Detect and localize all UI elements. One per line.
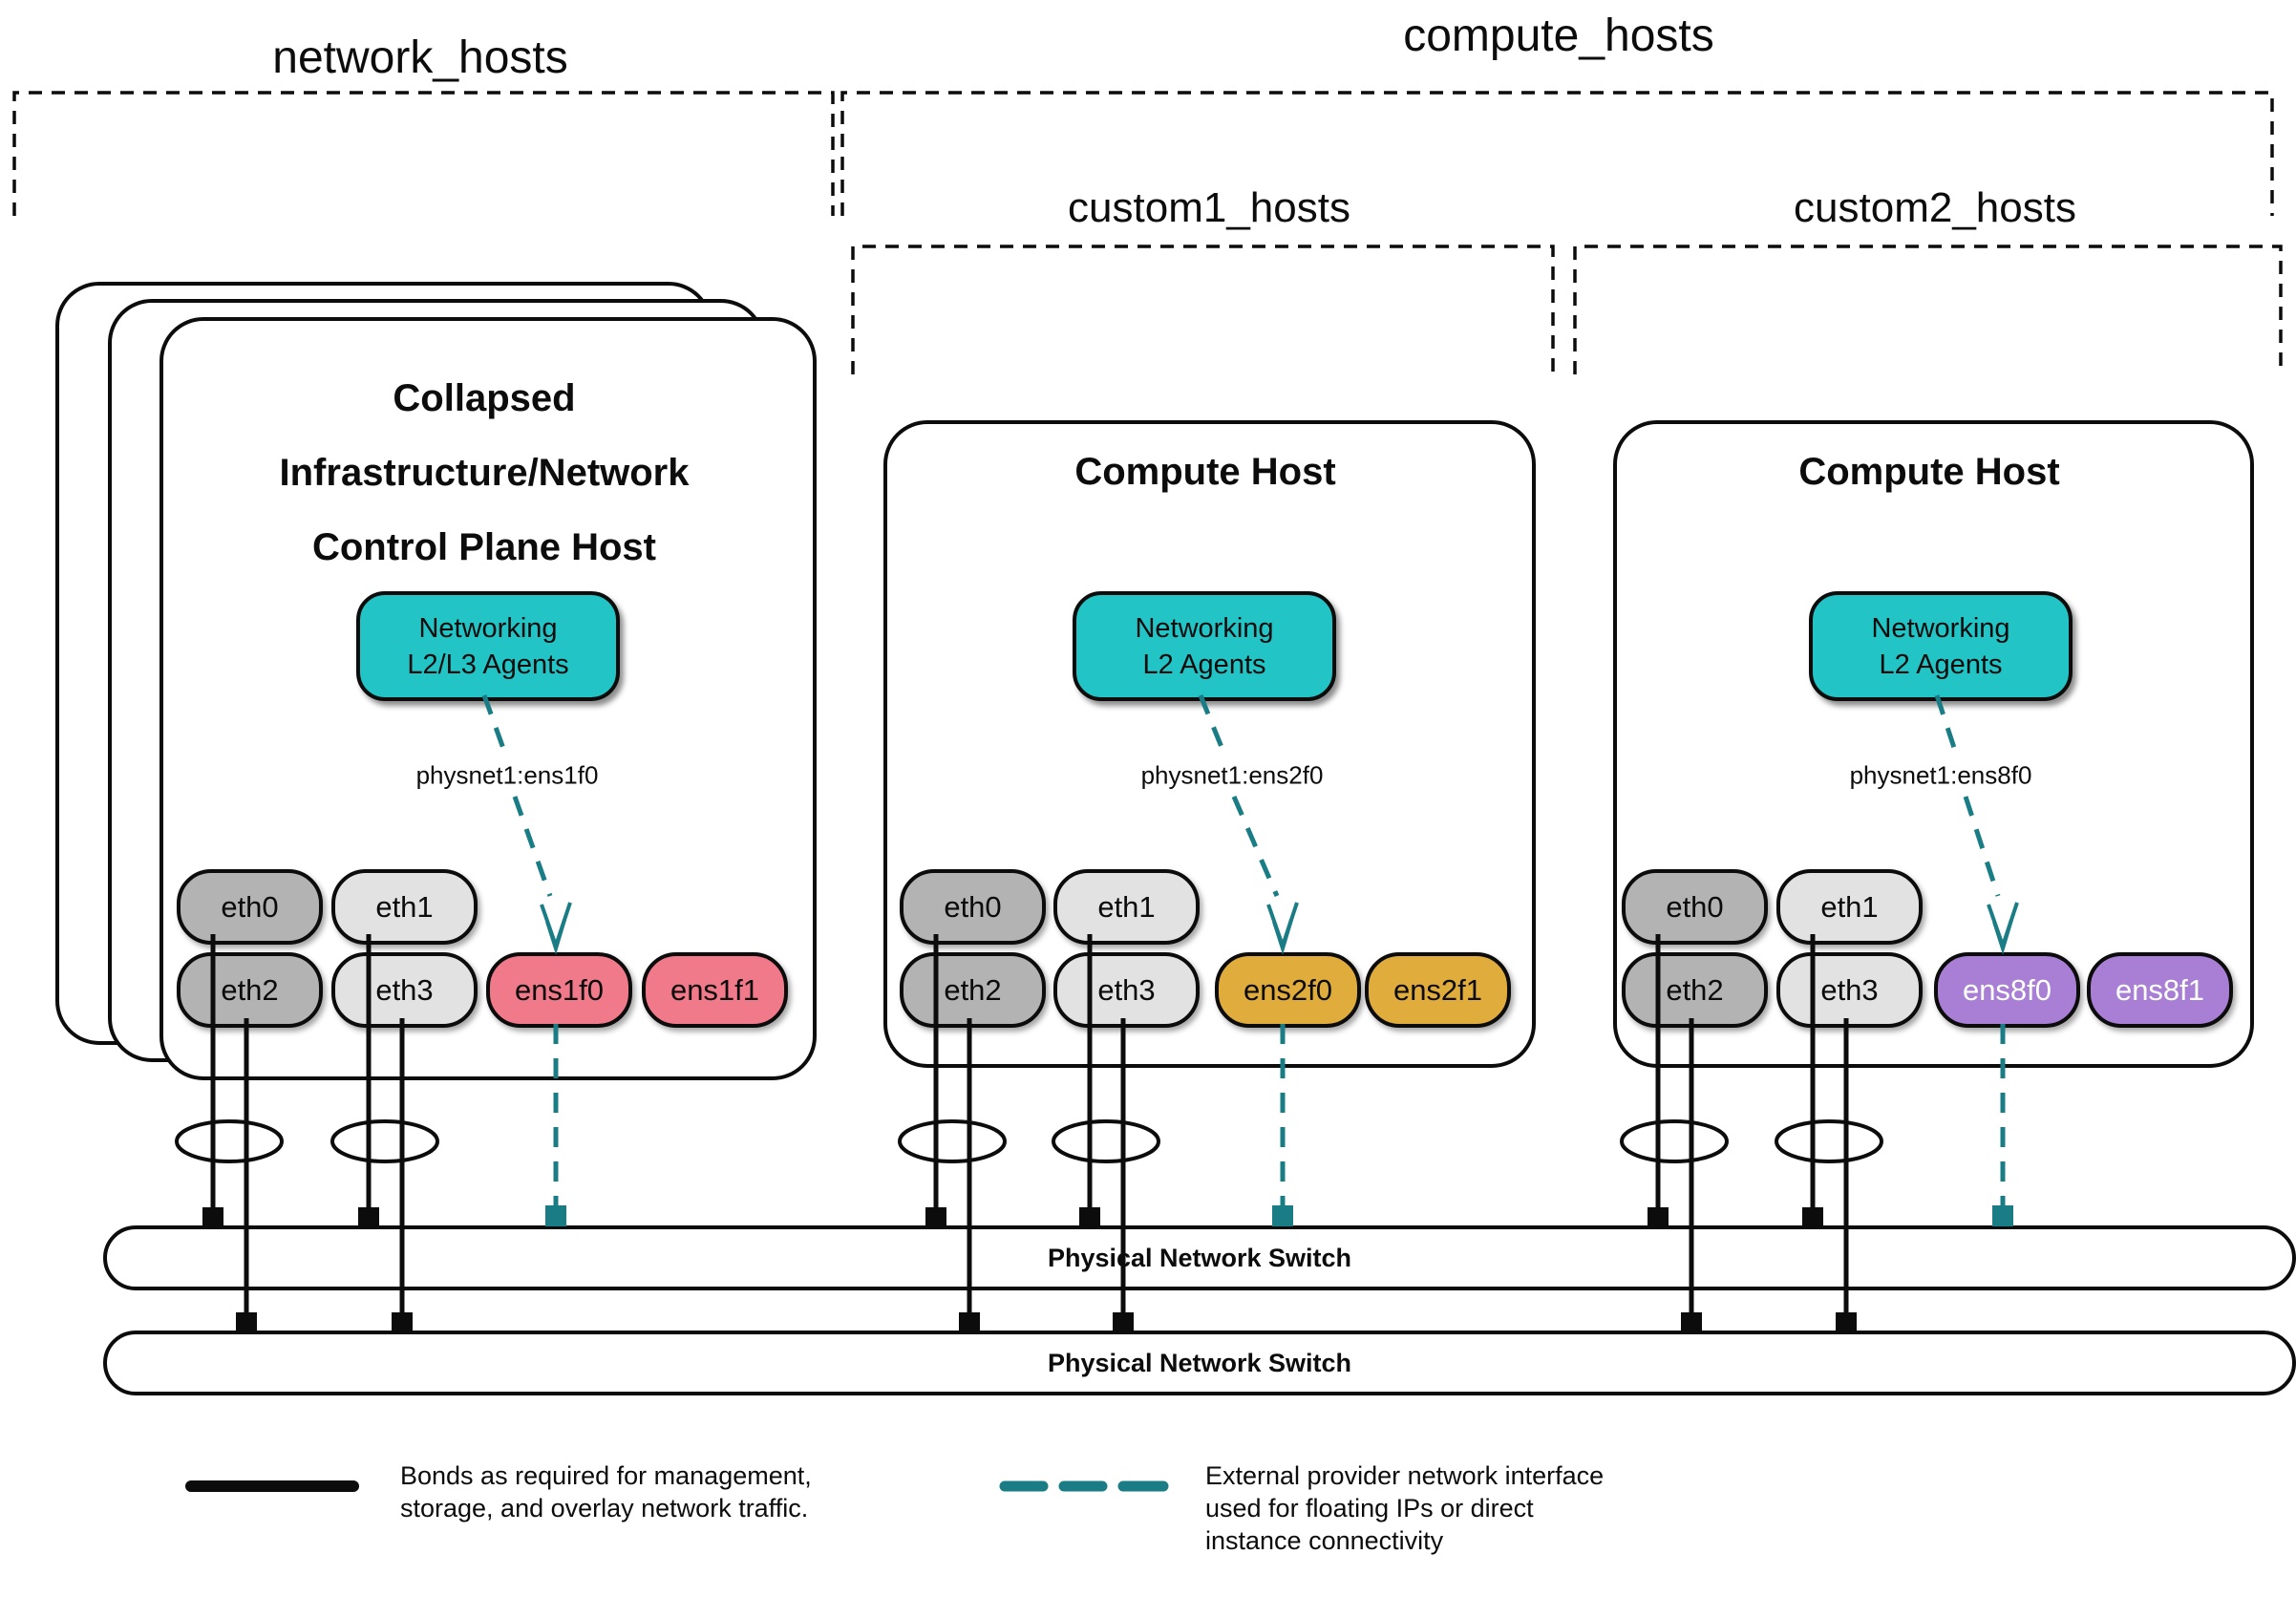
bond-ellipse <box>1620 1119 1729 1163</box>
group-title-custom2-hosts: custom2_hosts <box>1794 184 2076 231</box>
provider-port-square <box>1272 1205 1293 1226</box>
nic-pill-ens2f1: ens2f1 <box>1365 952 1511 1028</box>
agent-box-compute-1: Networking L2 Agents <box>1073 591 1336 701</box>
agent-label-line1: Networking <box>418 612 558 644</box>
nic-pill-eth1: eth1 <box>1053 869 1200 945</box>
nic-pill-ens1f1: ens1f1 <box>642 952 788 1028</box>
provider-port-square <box>1992 1205 2013 1226</box>
physnet-label-compute-1: physnet1:ens2f0 <box>1135 758 1329 793</box>
nic-pill-eth3: eth3 <box>331 952 478 1028</box>
nic-pill-eth0: eth0 <box>900 869 1046 945</box>
switch-port-square <box>1802 1207 1823 1226</box>
legend-bonds-line2: storage, and overlay network traffic. <box>400 1494 809 1522</box>
switch-port-square <box>236 1312 257 1331</box>
group-title-compute-hosts: compute_hosts <box>1403 11 1714 61</box>
physnet-label-compute-2: physnet1:ens8f0 <box>1843 758 2038 793</box>
bracket-network-hosts <box>12 91 835 216</box>
physnet-label-control-plane: physnet1:ens1f0 <box>410 758 605 793</box>
nic-pill-eth0: eth0 <box>177 869 323 945</box>
nic-pill-eth3: eth3 <box>1776 952 1923 1028</box>
bond-ellipse <box>175 1119 284 1163</box>
control-plane-host-title-line2: Infrastructure/Network <box>279 452 690 494</box>
bracket-custom1-hosts <box>851 245 1555 374</box>
switch-port-square <box>959 1312 980 1331</box>
compute-host-1-title: Compute Host <box>1074 451 1336 493</box>
control-plane-host-title-line1: Collapsed <box>393 377 576 419</box>
physical-network-switch-1: Physical Network Switch <box>103 1225 2296 1290</box>
switch-port-square <box>1681 1312 1702 1331</box>
agent-label-line2: L2 Agents <box>1879 649 2003 680</box>
control-plane-host-title-line3: Control Plane Host <box>311 526 657 568</box>
legend-provider-text: External provider network interface used… <box>1205 1459 1604 1557</box>
legend-provider-line2: used for floating IPs or direct <box>1205 1494 1534 1522</box>
nic-pill-ens8f1: ens8f1 <box>2087 952 2233 1028</box>
bond-ellipse <box>330 1119 439 1163</box>
legend-bonds-line1: Bonds as required for management, <box>400 1461 812 1490</box>
bracket-custom2-hosts <box>1573 245 2283 374</box>
switch-port-square <box>358 1207 379 1226</box>
legend-bonds-text: Bonds as required for management, storag… <box>400 1459 812 1524</box>
switch-port-square <box>925 1207 946 1226</box>
bond-ellipse <box>898 1119 1007 1163</box>
switch-port-square <box>392 1312 413 1331</box>
switch-port-square <box>1648 1207 1669 1226</box>
agent-label-line2: L2/L3 Agents <box>407 649 569 680</box>
agent-label-line1: Networking <box>1135 612 1274 644</box>
nic-pill-eth2: eth2 <box>177 952 323 1028</box>
physical-network-switch-2: Physical Network Switch <box>103 1331 2296 1395</box>
nic-pill-ens1f0: ens1f0 <box>486 952 632 1028</box>
nic-pill-eth2: eth2 <box>1622 952 1768 1028</box>
nic-pill-eth1: eth1 <box>1776 869 1923 945</box>
switch-port-square <box>202 1207 223 1226</box>
legend-provider-line3: instance connectivity <box>1205 1526 1444 1555</box>
agent-box-compute-2: Networking L2 Agents <box>1809 591 2073 701</box>
nic-pill-ens8f0: ens8f0 <box>1934 952 2080 1028</box>
agent-box-control-plane: Networking L2/L3 Agents <box>356 591 620 701</box>
group-title-custom1-hosts: custom1_hosts <box>1068 184 1350 231</box>
control-plane-host-title: Collapsed Infrastructure/Network Control… <box>280 361 690 585</box>
switch-port-square <box>1079 1207 1100 1226</box>
nic-pill-ens2f0: ens2f0 <box>1215 952 1361 1028</box>
nic-pill-eth1: eth1 <box>331 869 478 945</box>
switch-port-square <box>1836 1312 1857 1331</box>
switch-port-square <box>1113 1312 1134 1331</box>
compute-host-2-title: Compute Host <box>1798 451 2060 493</box>
switch-1-label: Physical Network Switch <box>1047 1243 1352 1272</box>
provider-port-square <box>545 1205 566 1226</box>
nic-pill-eth2: eth2 <box>900 952 1046 1028</box>
bond-ellipse <box>1775 1119 1883 1163</box>
group-title-network-hosts: network_hosts <box>272 32 568 83</box>
agent-label-line1: Networking <box>1871 612 2010 644</box>
agent-label-line2: L2 Agents <box>1142 649 1266 680</box>
nic-pill-eth3: eth3 <box>1053 952 1200 1028</box>
nic-pill-eth0: eth0 <box>1622 869 1768 945</box>
switch-2-label: Physical Network Switch <box>1047 1348 1352 1377</box>
bond-ellipse <box>1052 1119 1160 1163</box>
legend-provider-line1: External provider network interface <box>1205 1461 1605 1490</box>
